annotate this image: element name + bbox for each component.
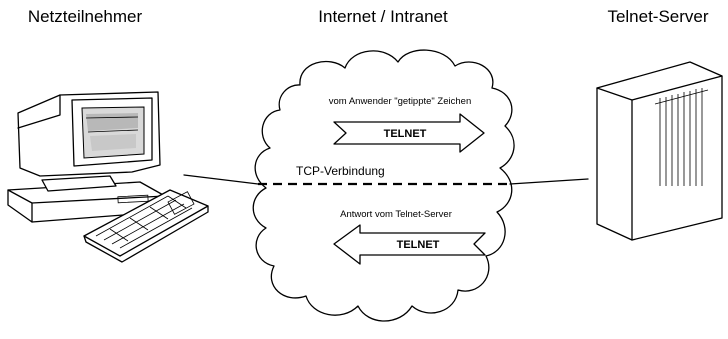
lower-flow-caption: Antwort vom Telnet-Server <box>340 209 452 220</box>
server-title: Telnet-Server <box>607 7 708 26</box>
tcp-connection-line <box>183 174 589 186</box>
upper-flow-caption: vom Anwender "getippte" Zeichen <box>329 96 471 107</box>
tcp-connection-label: TCP-Verbindung <box>296 164 385 178</box>
cloud-icon <box>252 49 515 322</box>
lower-arrow-label: TELNET <box>397 239 440 251</box>
network-title: Internet / Intranet <box>318 7 448 26</box>
server-tower-icon <box>596 61 723 241</box>
client-title: Netzteilnehmer <box>28 7 143 26</box>
desktop-computer-icon <box>7 91 209 263</box>
upper-arrow-label: TELNET <box>384 128 427 140</box>
telnet-arrow-right <box>333 113 485 153</box>
telnet-arrow-left <box>333 224 486 265</box>
